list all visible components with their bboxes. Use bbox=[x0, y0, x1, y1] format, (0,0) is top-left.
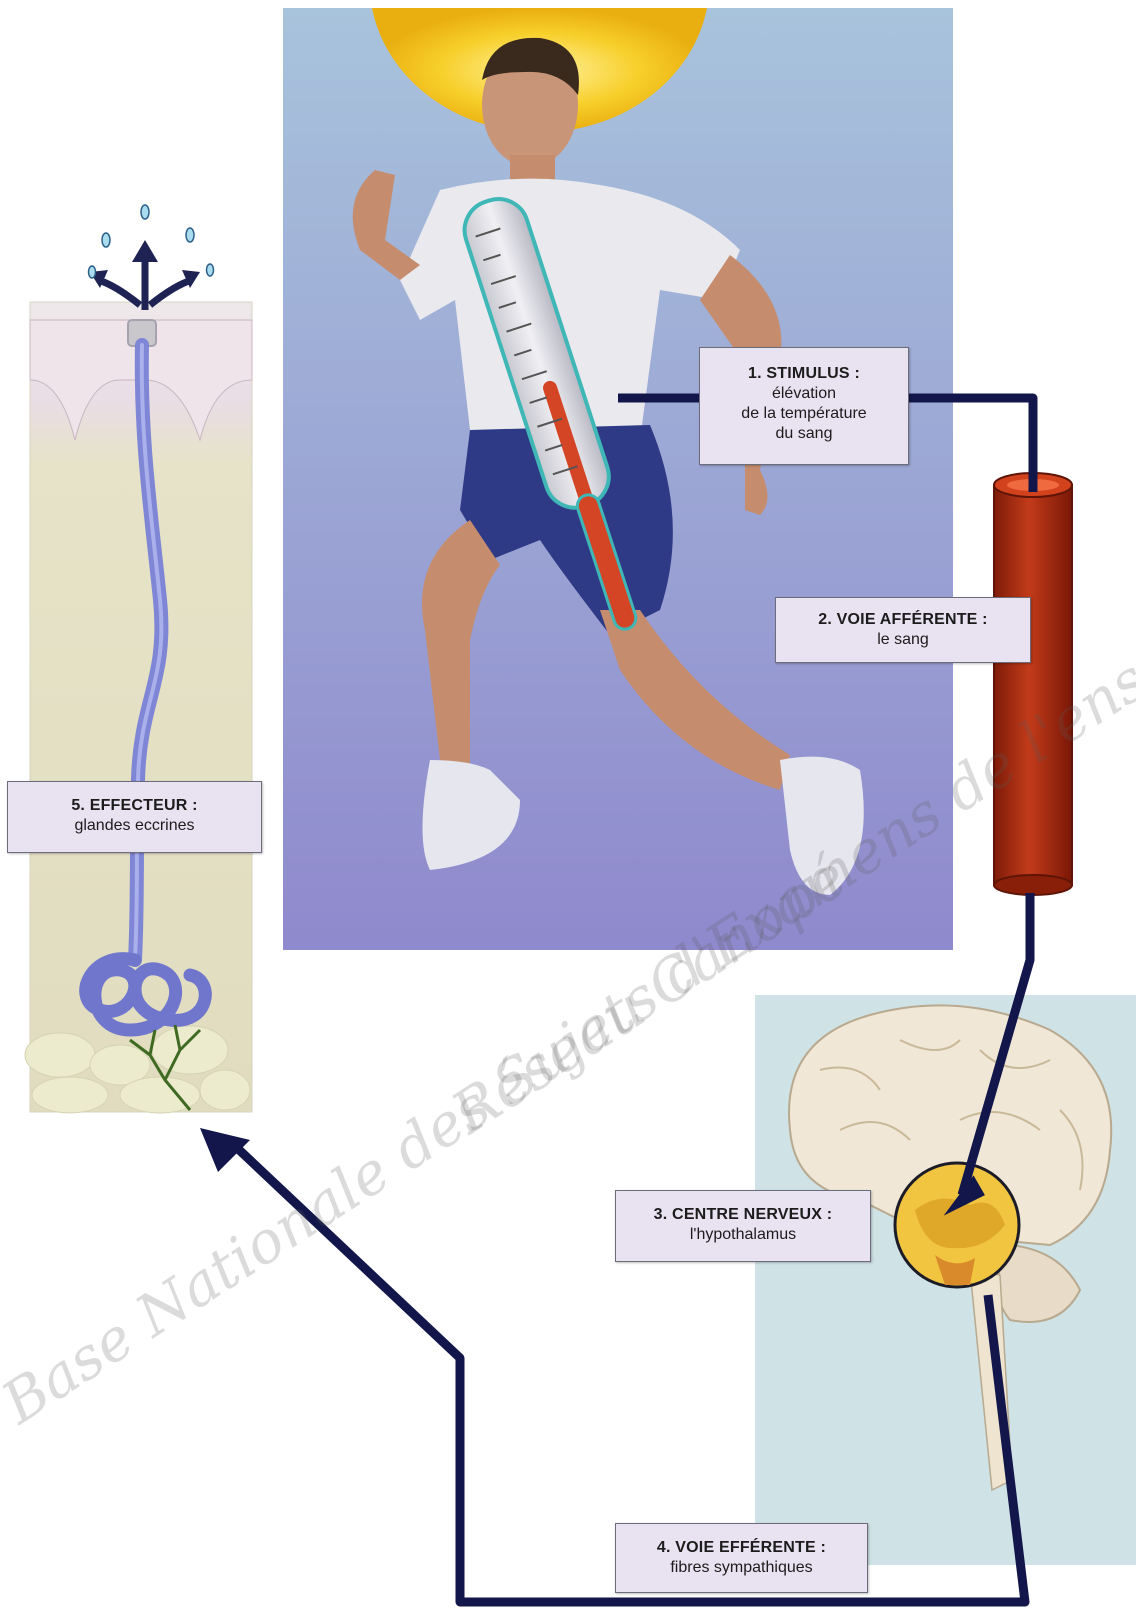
efferent-title: 4. VOIE EFFÉRENTE : bbox=[616, 1538, 867, 1558]
stimulus-label: 1. STIMULUS : élévation de la températur… bbox=[699, 347, 909, 465]
efferent-text: fibres sympathiques bbox=[616, 1558, 867, 1578]
centre-label: 3. CENTRE NERVEUX : l'hypothalamus bbox=[615, 1190, 871, 1262]
effecteur-text: glandes eccrines bbox=[8, 816, 261, 836]
effecteur-title: 5. EFFECTEUR : bbox=[8, 796, 261, 816]
centre-title: 3. CENTRE NERVEUX : bbox=[616, 1205, 870, 1225]
centre-text: l'hypothalamus bbox=[616, 1225, 870, 1245]
afferent-text: le sang bbox=[776, 630, 1030, 650]
stimulus-line-3: du sang bbox=[700, 424, 908, 444]
afferent-label: 2. VOIE AFFÉRENTE : le sang bbox=[775, 597, 1031, 663]
effecteur-label: 5. EFFECTEUR : glandes eccrines bbox=[7, 781, 262, 853]
brain-panel bbox=[755, 995, 1136, 1565]
stimulus-title: 1. STIMULUS : bbox=[700, 364, 908, 384]
stimulus-line-1: élévation bbox=[700, 384, 908, 404]
afferent-title: 2. VOIE AFFÉRENTE : bbox=[776, 610, 1030, 630]
efferent-label: 4. VOIE EFFÉRENTE : fibres sympathiques bbox=[615, 1523, 868, 1593]
sweat-gland-panel bbox=[25, 205, 252, 1113]
runner-panel bbox=[283, 8, 953, 950]
stimulus-line-2: de la température bbox=[700, 404, 908, 424]
sweat-droplets-icon bbox=[89, 205, 214, 310]
